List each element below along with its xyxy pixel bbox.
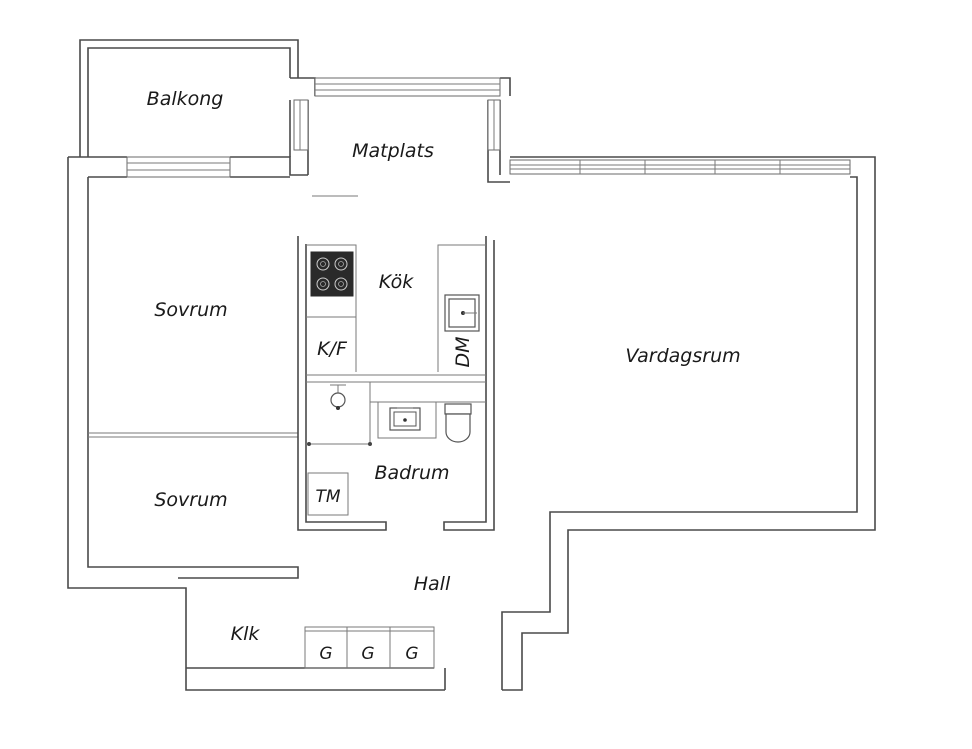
bathroom-sink-icon	[389, 407, 421, 431]
wardrobes	[304, 626, 435, 669]
label-dm: DM	[452, 336, 474, 367]
window-living-room	[509, 159, 851, 175]
label-klk: Klk	[231, 623, 261, 645]
kitchen-sink-icon	[444, 294, 480, 332]
label-sovrum-2: Sovrum	[154, 489, 227, 511]
windows	[126, 77, 851, 178]
toilet-icon	[444, 403, 472, 443]
hob-icon	[310, 251, 354, 297]
window-matplats-left	[293, 99, 309, 151]
balcony-area	[79, 39, 299, 157]
label-badrum: Badrum	[374, 462, 449, 484]
label-tm: TM	[315, 487, 340, 507]
label-balkong: Balkong	[147, 88, 224, 110]
label-kok: Kök	[379, 271, 414, 293]
label-kf: K/F	[317, 338, 348, 360]
window-matplats-top	[314, 77, 501, 97]
label-wardrobe-2: G	[361, 644, 374, 664]
interior-walls	[88, 195, 495, 531]
label-wardrobe-3: G	[405, 644, 418, 664]
label-vardagsrum: Vardagsrum	[625, 345, 740, 367]
shower-icon	[307, 384, 372, 446]
label-matplats: Matplats	[352, 140, 434, 162]
label-sovrum-1: Sovrum	[154, 299, 227, 321]
label-wardrobe-1: G	[319, 644, 332, 664]
window-bedroom	[126, 156, 231, 178]
label-hall: Hall	[414, 573, 451, 595]
